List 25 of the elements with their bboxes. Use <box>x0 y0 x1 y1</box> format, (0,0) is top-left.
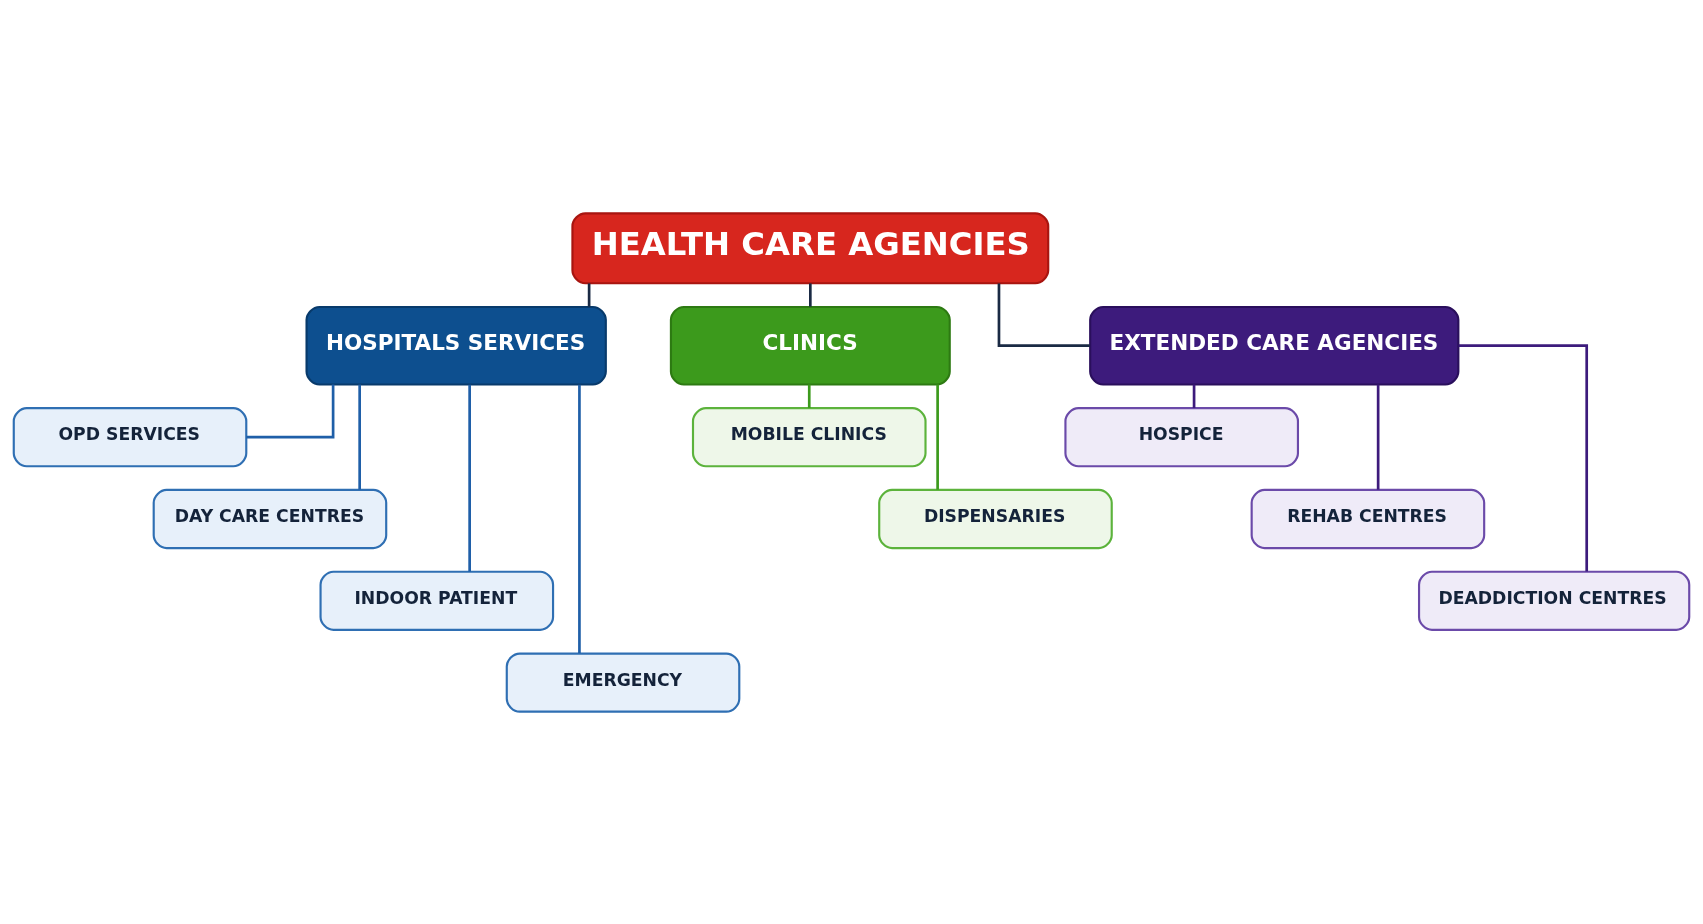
connector <box>809 282 812 307</box>
connector <box>936 384 939 490</box>
node-box: OPD SERVICES <box>12 406 248 467</box>
node-box: HOSPICE <box>1064 406 1300 467</box>
node-box: MOBILE CLINICS <box>691 406 927 467</box>
node-box: EXTENDED CARE AGENCIES <box>1089 305 1460 386</box>
node-box: REHAB CENTRES <box>1250 488 1486 549</box>
connector <box>1192 384 1196 408</box>
node-box: EMERGENCY <box>505 652 741 713</box>
node-box: CLINICS <box>669 305 951 386</box>
node-box: HEALTH CARE AGENCIES <box>571 211 1050 284</box>
connector <box>468 384 471 572</box>
node-box: HOSPITALS SERVICES <box>305 305 607 386</box>
connector <box>358 384 361 490</box>
connector <box>1376 384 1380 490</box>
connector <box>997 282 1090 347</box>
node-box: DAY CARE CENTRES <box>152 488 388 549</box>
connector <box>1458 343 1589 572</box>
connector <box>807 384 811 408</box>
connector <box>578 384 581 653</box>
connector <box>587 282 591 307</box>
node-box: DEADDICTION CENTRES <box>1417 570 1691 631</box>
node-box: DISPENSARIES <box>878 488 1113 549</box>
node-box: INDOOR PATIENT <box>319 570 555 631</box>
connector <box>246 384 335 439</box>
